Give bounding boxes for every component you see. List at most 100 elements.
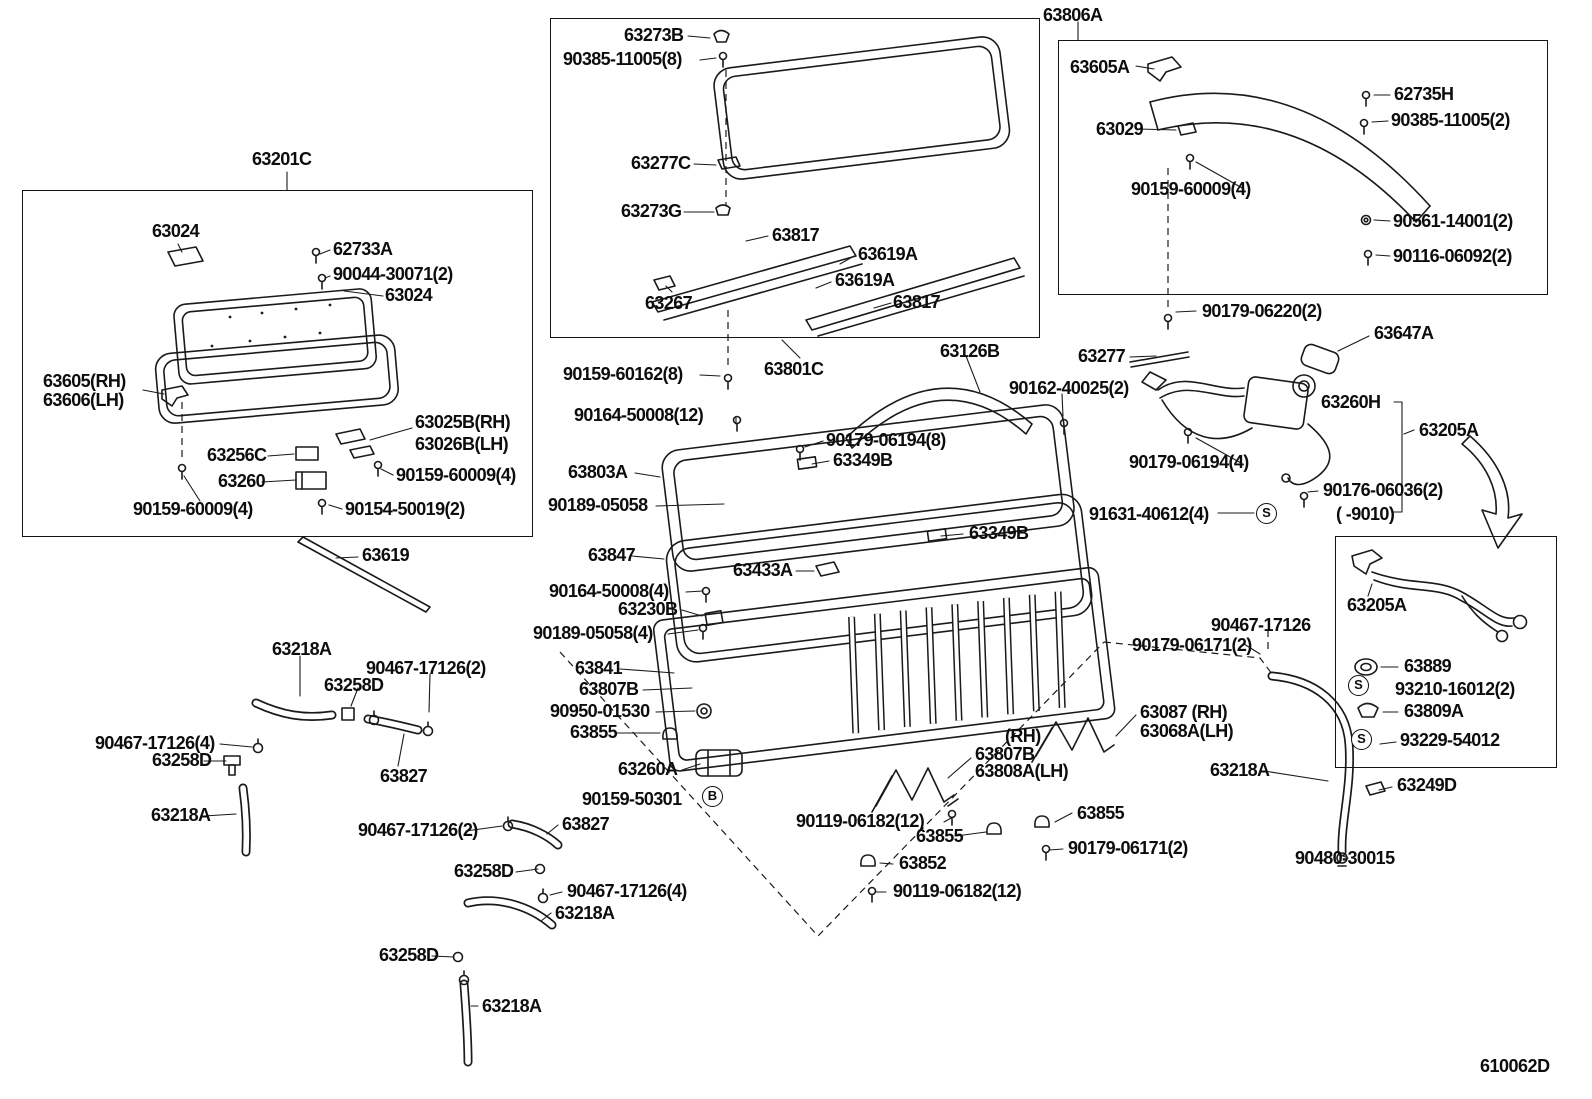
- part-label-63847: 63847: [588, 545, 636, 565]
- part-label-63256C: 63256C: [207, 445, 267, 465]
- leader-lines: [142, 21, 1415, 1007]
- inset-box-wind-deflector: [1058, 40, 1548, 295]
- part-label-63619A: 63619A: [835, 270, 895, 290]
- inset-box-drive-cable: [1335, 536, 1557, 768]
- part-label-63806A: 63806A: [1043, 5, 1103, 25]
- part-label-63855: 63855: [570, 722, 618, 742]
- part-label-63218A: 63218A: [272, 639, 332, 659]
- part-label-63841: 63841: [575, 658, 623, 678]
- diagram-number: 610062D: [1480, 1056, 1550, 1076]
- part-label-63817: 63817: [772, 225, 820, 245]
- part-label-90176-060362: 90176-06036(2): [1323, 480, 1443, 500]
- guide-rails-drawing: [662, 717, 1115, 867]
- drive-motor-drawing: [1129, 343, 1523, 549]
- part-label-63619A: 63619A: [858, 244, 918, 264]
- part-label-63827: 63827: [562, 814, 610, 834]
- part-label-63258D: 63258D: [324, 675, 384, 695]
- part-label-63647A: 63647A: [1374, 323, 1434, 343]
- part-label-63258D: 63258D: [454, 861, 514, 881]
- part-label-90467-171262: 90467-17126(2): [358, 820, 478, 840]
- part-label-63025BRH: 63025B(RH): [415, 412, 511, 432]
- part-label-93210-160122: 93210-16012(2): [1395, 679, 1515, 699]
- part-label-90159-600094: 90159-60009(4): [133, 499, 253, 519]
- wind-deflector-drawing: [1147, 56, 1431, 223]
- part-label-63260A: 63260A: [618, 759, 678, 779]
- callout-circle-s: S: [1348, 675, 1369, 696]
- drain-hoses-drawing: [238, 671, 1354, 1067]
- drain-channel-slats: [848, 591, 1066, 734]
- part-label-63087RH: 63087 (RH): [1140, 702, 1228, 722]
- part-label-63260: 63260: [218, 471, 266, 491]
- part-label-63827: 63827: [380, 766, 428, 786]
- cable-set-drawing: [1351, 549, 1528, 796]
- part-label-90119-0618212: 90119-06182(12): [893, 881, 1022, 901]
- part-label-63218A: 63218A: [151, 805, 211, 825]
- part-label-90467-171262: 90467-17126(2): [366, 658, 486, 678]
- part-label-63801C: 63801C: [764, 359, 824, 379]
- part-label-63349B: 63349B: [833, 450, 893, 470]
- part-label-63605A: 63605A: [1070, 57, 1130, 77]
- part-label-63218A: 63218A: [1210, 760, 1270, 780]
- part-label-63026BLH: 63026B(LH): [415, 434, 509, 454]
- part-label-90044-300712: 90044-30071(2): [333, 264, 453, 284]
- part-label-63606LH: 63606(LH): [43, 390, 124, 410]
- part-label-63809A: 63809A: [1404, 701, 1464, 721]
- part-label-62735H: 62735H: [1394, 84, 1454, 104]
- part-label-90467-171264: 90467-17126(4): [95, 733, 215, 753]
- part-label-63024: 63024: [152, 221, 200, 241]
- glass-surface-dots: [210, 303, 332, 348]
- part-label-63273B: 63273B: [624, 25, 684, 45]
- part-label-90159-600094: 90159-60009(4): [396, 465, 516, 485]
- dashed-reference-lines: [181, 70, 1273, 937]
- part-label-63852: 63852: [899, 853, 947, 873]
- part-label-90561-140012: 90561-14001(2): [1393, 211, 1513, 231]
- part-label--9010: ( -9010): [1336, 504, 1395, 524]
- part-label-90467-171264: 90467-17126(4): [567, 881, 687, 901]
- part-label-90179-061948: 90179-06194(8): [826, 430, 946, 450]
- part-label-63249D: 63249D: [1397, 775, 1457, 795]
- part-label-63889: 63889: [1404, 656, 1452, 676]
- part-label-93229-54012: 93229-54012: [1400, 730, 1500, 750]
- part-label-63218A: 63218A: [482, 996, 542, 1016]
- callout-circle-b: B: [702, 786, 723, 807]
- inset-box-glass-assembly: [22, 190, 533, 537]
- part-label-63258D: 63258D: [379, 945, 439, 965]
- part-label-63619: 63619: [362, 545, 410, 565]
- part-label-63230B: 63230B: [618, 599, 678, 619]
- part-label-90179-061712: 90179-06171(2): [1068, 838, 1188, 858]
- part-label-63855: 63855: [916, 826, 964, 846]
- part-label-63803A: 63803A: [568, 462, 628, 482]
- callout-circle-s: S: [1256, 503, 1277, 524]
- part-label-63808ALH: 63808A(LH): [975, 761, 1069, 781]
- part-label-90385-110052: 90385-11005(2): [1391, 110, 1510, 130]
- part-label-90385-110058: 90385-11005(8): [563, 49, 682, 69]
- part-label-90189-050584: 90189-05058(4): [533, 623, 653, 643]
- part-label-63024: 63024: [385, 285, 433, 305]
- part-label-91631-406124: 91631-40612(4): [1089, 504, 1209, 524]
- part-label-90164-5000812: 90164-50008(12): [574, 405, 704, 425]
- part-label-90159-601628: 90159-60162(8): [563, 364, 683, 384]
- part-label-90179-061944: 90179-06194(4): [1129, 452, 1249, 472]
- part-label-90159-50301: 90159-50301: [582, 789, 682, 809]
- part-label-63277C: 63277C: [631, 153, 691, 173]
- part-label-63029: 63029: [1096, 119, 1144, 139]
- part-label-90950-01530: 90950-01530: [550, 701, 650, 721]
- part-label-63126B: 63126B: [940, 341, 1000, 361]
- part-label-63273G: 63273G: [621, 201, 682, 221]
- part-label-63817: 63817: [893, 292, 941, 312]
- part-label-63201C: 63201C: [252, 149, 312, 169]
- part-label-63260H: 63260H: [1321, 392, 1381, 412]
- part-label-63267: 63267: [645, 293, 693, 313]
- part-label-90179-062202: 90179-06220(2): [1202, 301, 1322, 321]
- part-label-63205A: 63205A: [1347, 595, 1407, 615]
- opening-trim-drawing: [651, 29, 1025, 337]
- part-label-63258D: 63258D: [152, 750, 212, 770]
- part-label-90154-500192: 90154-50019(2): [345, 499, 465, 519]
- part-label-63433A: 63433A: [733, 560, 793, 580]
- glass-assembly-drawing: [154, 246, 431, 613]
- part-label-63218A: 63218A: [555, 903, 615, 923]
- callout-circle-s: S: [1351, 729, 1372, 750]
- part-label-RH: (RH): [1005, 726, 1041, 746]
